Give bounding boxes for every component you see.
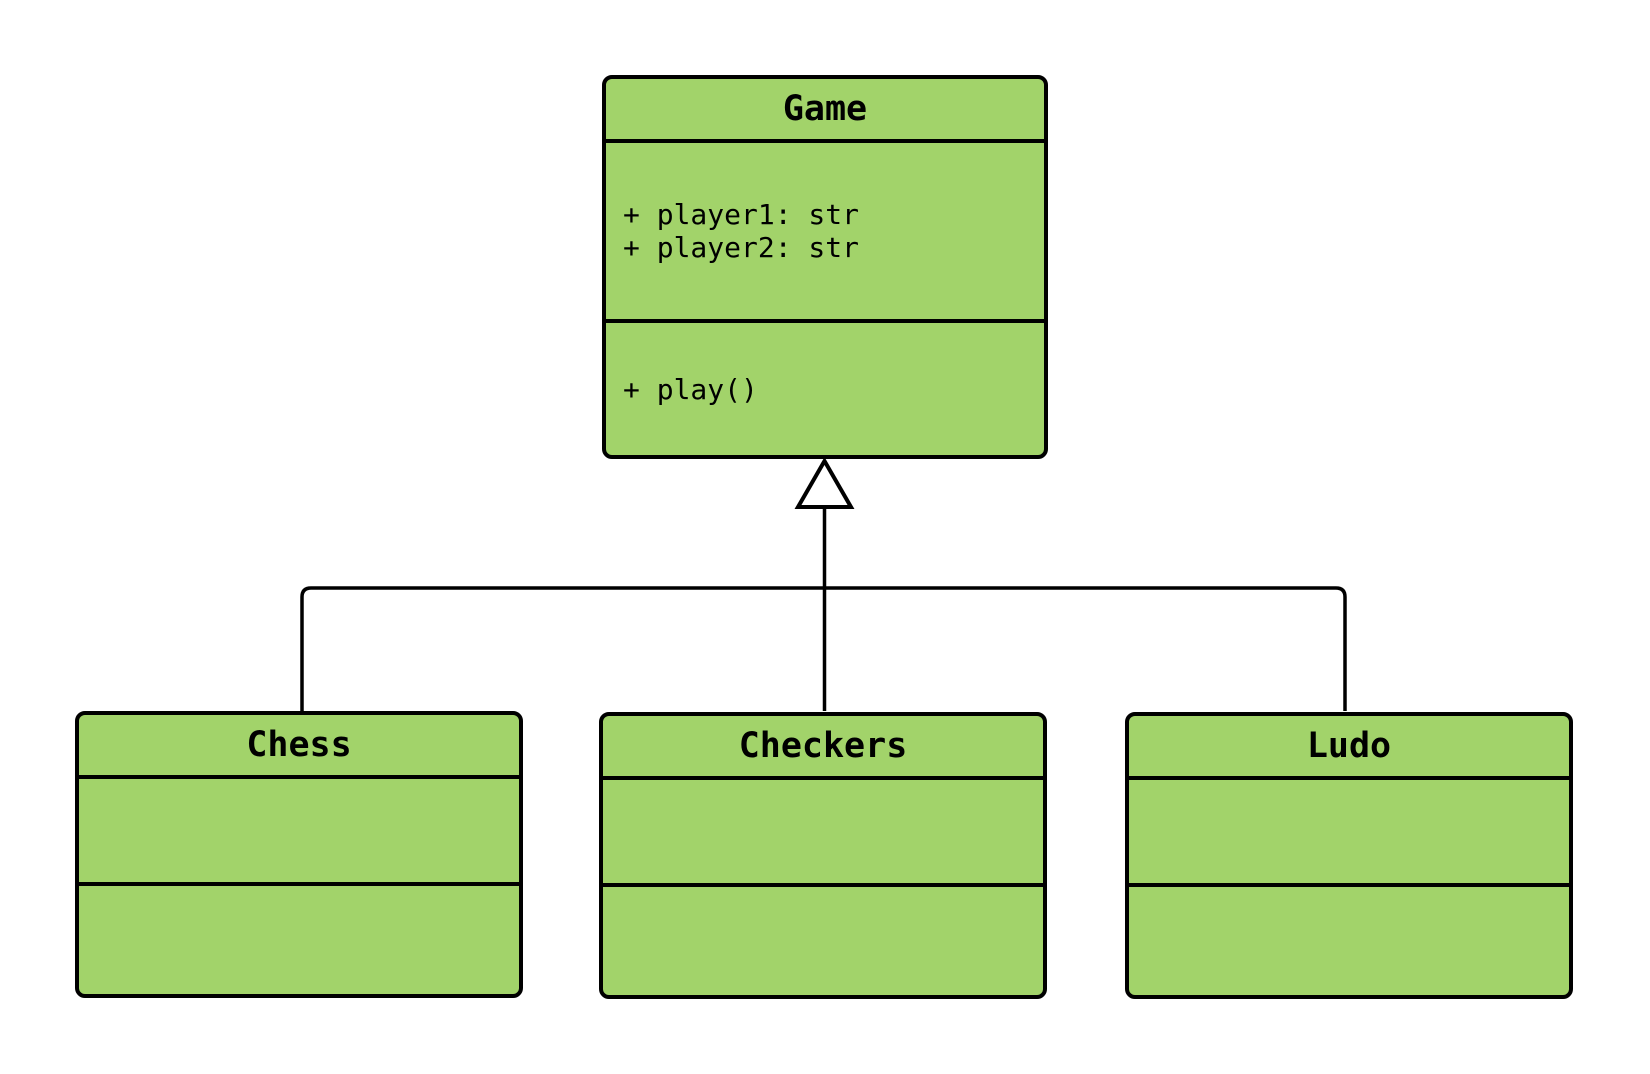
class-methods-ludo bbox=[1129, 887, 1569, 995]
class-attributes-checkers bbox=[603, 780, 1043, 887]
class-attributes-chess bbox=[79, 779, 519, 886]
class-methods-game: + play() bbox=[606, 323, 1044, 455]
class-attributes-game: + player1: str + player2: str bbox=[606, 143, 1044, 323]
class-title-chess: Chess bbox=[79, 715, 519, 779]
method-line: + play() bbox=[623, 372, 758, 406]
class-title-checkers: Checkers bbox=[603, 716, 1043, 780]
attribute-line: + player2: str bbox=[623, 231, 860, 264]
class-box-chess: Chess bbox=[75, 711, 523, 998]
attribute-line: + player1: str bbox=[623, 198, 860, 231]
class-box-ludo: Ludo bbox=[1125, 712, 1573, 999]
class-methods-checkers bbox=[603, 887, 1043, 995]
class-methods-chess bbox=[79, 886, 519, 994]
class-box-game: Game + player1: str + player2: str + pla… bbox=[602, 75, 1048, 459]
class-title-ludo: Ludo bbox=[1129, 716, 1569, 780]
class-box-checkers: Checkers bbox=[599, 712, 1047, 999]
inheritance-triangle-icon bbox=[794, 456, 855, 509]
class-title-game: Game bbox=[606, 79, 1044, 143]
inheritance-edge-branches bbox=[300, 586, 1347, 711]
class-attributes-ludo bbox=[1129, 780, 1569, 887]
